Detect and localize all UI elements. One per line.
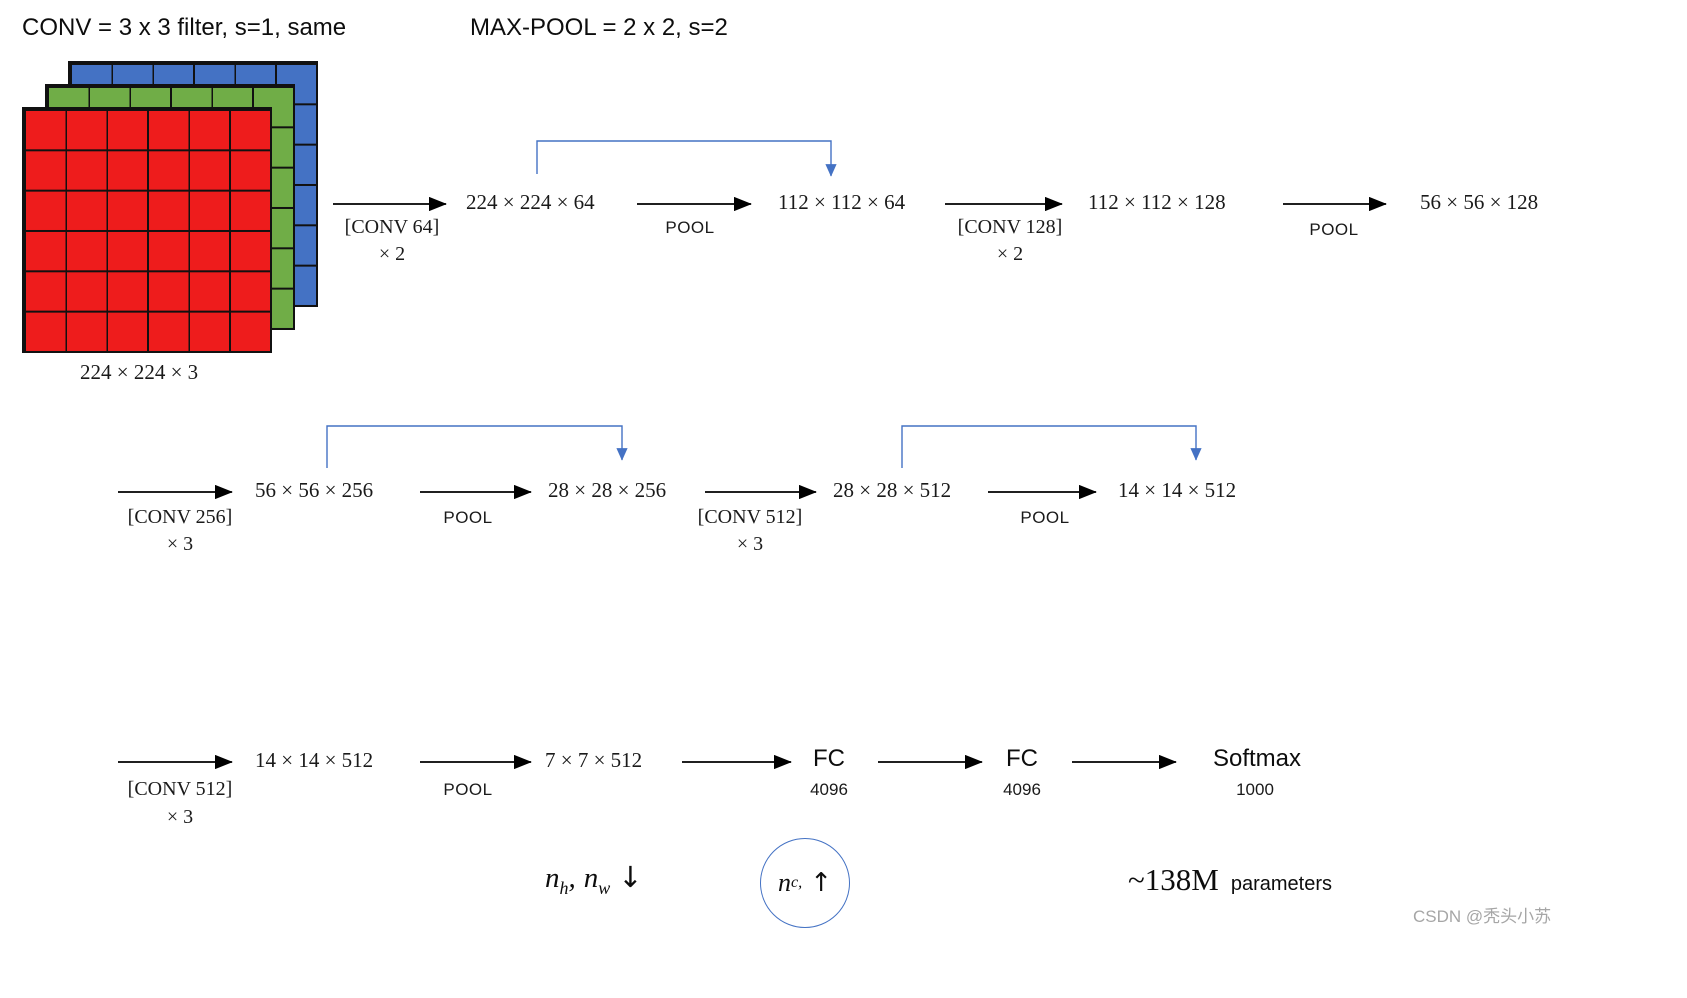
fc2-label: FC (1006, 745, 1038, 772)
conv128-label: [CONV 128] (957, 216, 1063, 238)
nw-var: n (583, 862, 599, 894)
nw-sub: w (598, 877, 611, 898)
parameter-count-value: ~138M (1128, 862, 1219, 897)
softmax-size: 1000 (1236, 780, 1274, 799)
fc1-size: 4096 (810, 780, 848, 799)
node-56x56x128: 56 × 56 × 128 (1420, 190, 1539, 214)
parameter-count-unit: parameters (1230, 873, 1332, 895)
node-224x224x64: 224 × 224 × 64 (466, 190, 595, 214)
node-56x56x256: 56 × 56 × 256 (255, 478, 374, 502)
conv512a-repeat: × 3 (736, 533, 764, 555)
conv256-label: [CONV 256] (127, 506, 233, 528)
nh-sub: h (559, 877, 569, 898)
fc1-label: FC (813, 745, 845, 772)
down-arrow-icon: ↓ (618, 860, 643, 894)
node-28x28x256: 28 × 28 × 256 (548, 478, 667, 502)
skip-bracket-arrow-3 (901, 425, 1202, 468)
node-112x112x64: 112 × 112 × 64 (778, 190, 906, 214)
fc2-size: 4096 (1003, 780, 1041, 799)
conv512a-label: [CONV 512] (697, 506, 803, 528)
nh-var: n (545, 862, 560, 894)
pool-label-2: POOL (1309, 220, 1359, 239)
node-14x14x512-b: 14 × 14 × 512 (255, 748, 374, 772)
input-dimension-label: 224 × 224 × 3 (80, 360, 199, 384)
legend-conv-definition: CONV = 3 x 3 filter, s=1, same (22, 14, 347, 41)
node-14x14x512-a: 14 × 14 × 512 (1118, 478, 1237, 502)
pool-label-3: POOL (443, 508, 493, 527)
node-28x28x512: 28 × 28 × 512 (833, 478, 952, 502)
conv128-repeat: × 2 (996, 243, 1024, 265)
pool-label-5: POOL (443, 780, 493, 799)
parameter-count-note: ~138M parameters (1128, 862, 1332, 898)
nhw-separator: , (568, 862, 576, 894)
legend-maxpool-definition: MAX-POOL = 2 x 2, s=2 (470, 14, 728, 41)
softmax-label: Softmax (1212, 745, 1302, 772)
pool-label-4: POOL (1020, 508, 1070, 527)
conv64-repeat: × 2 (378, 243, 406, 265)
nc-sub: c, (791, 874, 803, 891)
skip-bracket-arrow-2 (326, 425, 628, 468)
watermark: CSDN @秃头小苏 (1413, 907, 1552, 926)
skip-bracket-arrow-1 (536, 140, 837, 177)
note-nh-nw-decrease: nh,nw↓ (545, 860, 643, 899)
conv64-label: [CONV 64] (344, 216, 440, 238)
pool-label-1: POOL (665, 218, 715, 237)
conv512b-repeat: × 3 (166, 806, 194, 828)
nc-var: n (778, 868, 791, 897)
node-7x7x512: 7 × 7 × 512 (545, 748, 643, 772)
up-arrow-icon: ↑ (810, 868, 832, 898)
node-112x112x128: 112 × 112 × 128 (1088, 190, 1226, 214)
conv512b-label: [CONV 512] (127, 778, 233, 800)
conv256-repeat: × 3 (166, 533, 194, 555)
input-channel-red-grid (22, 107, 272, 353)
